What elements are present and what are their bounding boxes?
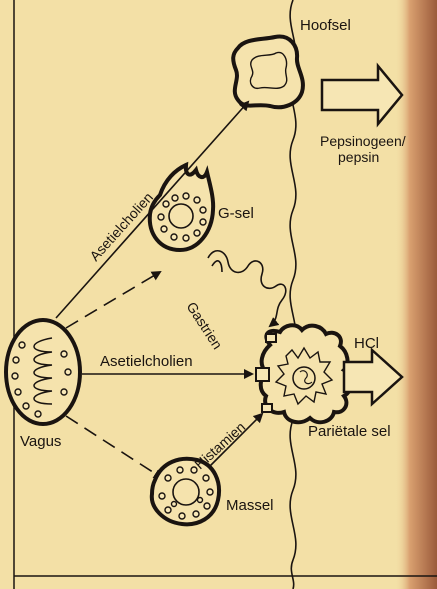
massel-label: Massel (226, 497, 274, 514)
vagus-label: Vagus (20, 433, 61, 450)
massel-cell (152, 459, 219, 524)
hoofsel-label: Hoofsel (300, 17, 351, 34)
g-sel-label: G-sel (218, 205, 254, 222)
vagus-cell (6, 320, 80, 424)
gastrin-receptor (266, 334, 276, 342)
hcl-label: HCl (354, 335, 379, 352)
pepsinogeen-label-line2: pepsin (338, 149, 379, 165)
parietale-sel-label: Pariëtale sel (308, 423, 391, 440)
acetylcholine-receptor (256, 368, 269, 381)
pepsinogeen-label-line1: Pepsinogeen/ (320, 133, 406, 149)
asetielcholien-mid-label: Asetielcholien (100, 353, 193, 370)
histamine-receptor (262, 404, 272, 412)
hoofsel-cell (233, 37, 303, 108)
page-edge-shadow (395, 0, 437, 589)
